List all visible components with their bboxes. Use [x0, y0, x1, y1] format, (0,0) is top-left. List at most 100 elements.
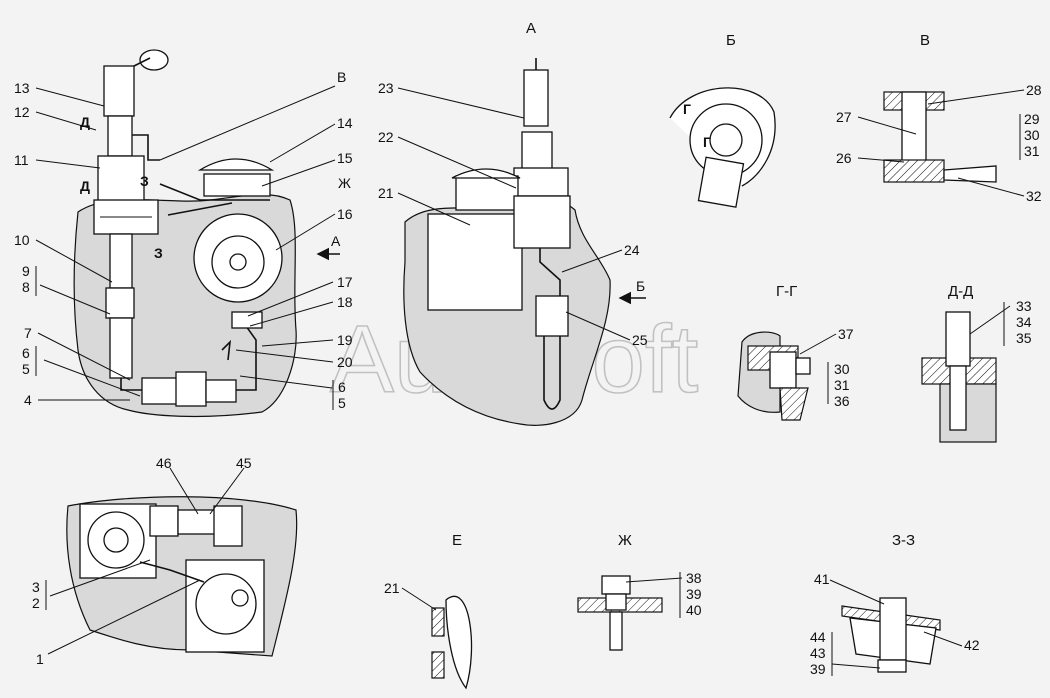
callout-15: 15 — [337, 150, 353, 166]
gg-stud — [769, 351, 797, 389]
bottom-filter-disc — [195, 573, 257, 635]
dd-leaders — [969, 302, 1011, 346]
callout-13: 13 — [14, 80, 30, 96]
view-e-title: Е — [452, 532, 462, 549]
view-v-arm — [943, 165, 997, 183]
view-a-pump-top — [513, 167, 569, 197]
lower-hose — [109, 317, 133, 379]
section-z-z: З-З 41 42 44 43 39 — [810, 532, 980, 677]
callout-45: 45 — [236, 455, 252, 471]
view-b-bore — [709, 123, 743, 157]
section-d-d-title: Д-Д — [948, 283, 973, 300]
zz-nut — [877, 659, 907, 673]
callout-12: 12 — [14, 104, 30, 120]
view-a-title: А — [526, 20, 536, 37]
view-b: Б Г Г — [669, 32, 776, 208]
valve-stem — [133, 57, 151, 67]
callout-3: 3 — [32, 579, 40, 595]
callout-31a: 31 — [1024, 143, 1040, 159]
callout-1: 1 — [36, 651, 44, 667]
bottom-filter-cap — [231, 589, 249, 607]
callout-21a: 21 — [378, 185, 394, 201]
view-zh-title: Ж — [618, 532, 632, 549]
view-v-leaders — [857, 89, 1025, 197]
callout-43: 43 — [810, 645, 826, 661]
callout-6a: 6 — [22, 345, 30, 361]
callout-46: 46 — [156, 455, 172, 471]
bottom-fan-hub — [103, 527, 129, 553]
zh-leaders — [625, 572, 683, 618]
callout-17: 17 — [337, 274, 353, 290]
callout-9: 9 — [22, 263, 30, 279]
callout-36: 36 — [834, 393, 850, 409]
dd-body — [939, 383, 997, 443]
upper-hose — [109, 233, 133, 289]
view-a-filter-cap — [455, 175, 519, 211]
callout-27: 27 — [836, 109, 852, 125]
view-a-filter-dome — [451, 168, 521, 179]
callout-32: 32 — [1026, 188, 1042, 204]
callout-24: 24 — [624, 242, 640, 258]
bellows-right — [205, 379, 237, 403]
view-a: А Б 23 22 21 24 25 — [378, 20, 648, 426]
callout-30a: 30 — [1024, 127, 1040, 143]
view-a-cylinder — [523, 69, 549, 127]
callout-18: 18 — [337, 294, 353, 310]
callout-28: 28 — [1026, 82, 1042, 98]
zz-leaders — [829, 579, 963, 676]
main-view: Д Д З З В Ж А — [14, 49, 353, 418]
callout-34: 34 — [1016, 314, 1032, 330]
bracket-strap — [167, 202, 233, 216]
section-z-z-title: З-З — [892, 532, 915, 549]
bottom-hose — [139, 561, 205, 583]
section-d-top-marker: Д — [80, 114, 90, 130]
section-z-bottom-marker: З — [154, 245, 163, 261]
callout-23: 23 — [378, 80, 394, 96]
callout-21b: 21 — [384, 580, 400, 596]
callout-39a: 39 — [686, 586, 702, 602]
view-a-arrow-label: А — [331, 233, 341, 249]
filter-cap — [203, 173, 271, 197]
gg-nut — [795, 357, 811, 375]
callout-26: 26 — [836, 150, 852, 166]
callout-41: 41 — [814, 571, 830, 587]
view-a-elbow — [539, 248, 561, 296]
zh-bolt-head — [601, 575, 631, 595]
view-v-base — [883, 159, 945, 183]
callout-31b: 31 — [834, 377, 850, 393]
section-g-top-marker: Г — [683, 101, 691, 117]
section-g-g-title: Г-Г — [776, 283, 797, 300]
callout-5a: 5 — [22, 361, 30, 377]
filter-dome — [197, 158, 275, 171]
callout-38: 38 — [686, 570, 702, 586]
callout-19: 19 — [337, 332, 353, 348]
callout-14: 14 — [337, 115, 353, 131]
callout-22: 22 — [378, 129, 394, 145]
callout-35: 35 — [1016, 330, 1032, 346]
bypass-tube — [132, 134, 160, 161]
section-d-d: Д-Д 33 34 35 — [921, 283, 1032, 443]
callout-37: 37 — [838, 326, 854, 342]
gg-leaders — [799, 333, 837, 404]
view-a-hose-clamp — [535, 295, 569, 337]
view-e-bolt-lower — [431, 651, 445, 679]
gg-wedge — [779, 387, 809, 421]
valve-cylinder — [103, 65, 135, 117]
view-v-sleeve — [901, 91, 927, 169]
callout-8: 8 — [22, 279, 30, 295]
section-d-bottom-marker: Д — [80, 178, 90, 194]
bellows-left — [141, 377, 179, 405]
zh-bolt-shank — [609, 611, 623, 651]
view-b-pipe-stub — [697, 156, 745, 208]
bellows-middle — [175, 371, 207, 407]
callout-6b: 6 — [338, 379, 346, 395]
dd-bolt-head — [945, 311, 971, 367]
zh-washer — [605, 593, 627, 611]
callout-4: 4 — [24, 392, 32, 408]
zz-bolt — [879, 597, 907, 661]
view-a-u-pipe — [543, 336, 561, 410]
view-zh: Ж 38 39 40 — [577, 532, 702, 651]
view-e-clamp-band — [445, 596, 473, 690]
callout-40: 40 — [686, 602, 702, 618]
